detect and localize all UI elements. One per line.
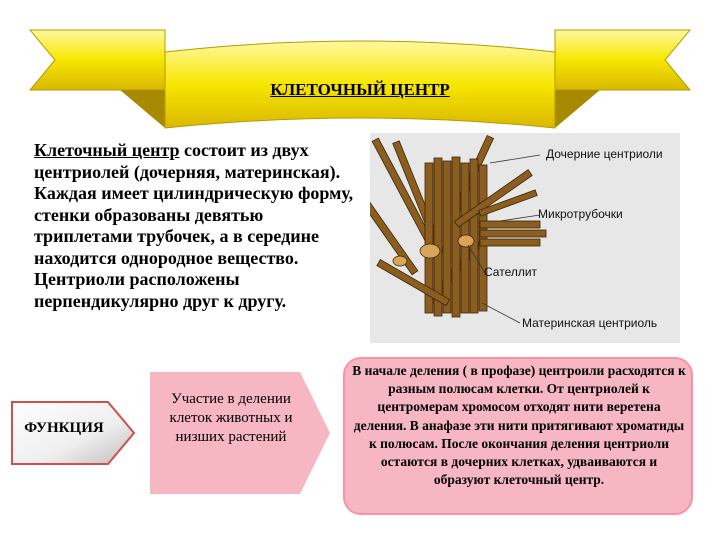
function-chevron: [11, 401, 136, 465]
label-satellite: Сателлит: [484, 265, 538, 279]
function-description: Участие в делении клеток животных и низш…: [169, 391, 293, 445]
centriole-figure: Дочерние центриоли Микротрубочки Сателли…: [370, 133, 680, 343]
info-box: [343, 357, 693, 515]
info-text: В начале деления ( в профазе) центроили …: [352, 363, 686, 488]
main-description-term: Клеточный центр: [34, 140, 180, 160]
main-description-body: состоит из двух центриолей (дочерняя, ма…: [34, 140, 354, 311]
main-description: Клеточный центр состоит из двух центриол…: [34, 140, 364, 312]
function-label: ФУНКЦИЯ: [24, 420, 104, 436]
label-microtubules: Микротрубочки: [538, 207, 623, 221]
label-daughter-centrioles: Дочерние центриоли: [546, 147, 663, 161]
centriole-illustration: [370, 134, 547, 324]
label-mother-centriole: Материнская центриоль: [522, 316, 658, 330]
title-banner: [28, 29, 692, 129]
function-arrow: [150, 372, 330, 494]
page-title: КЛЕТОЧНЫЙ ЦЕНТР: [270, 80, 450, 99]
